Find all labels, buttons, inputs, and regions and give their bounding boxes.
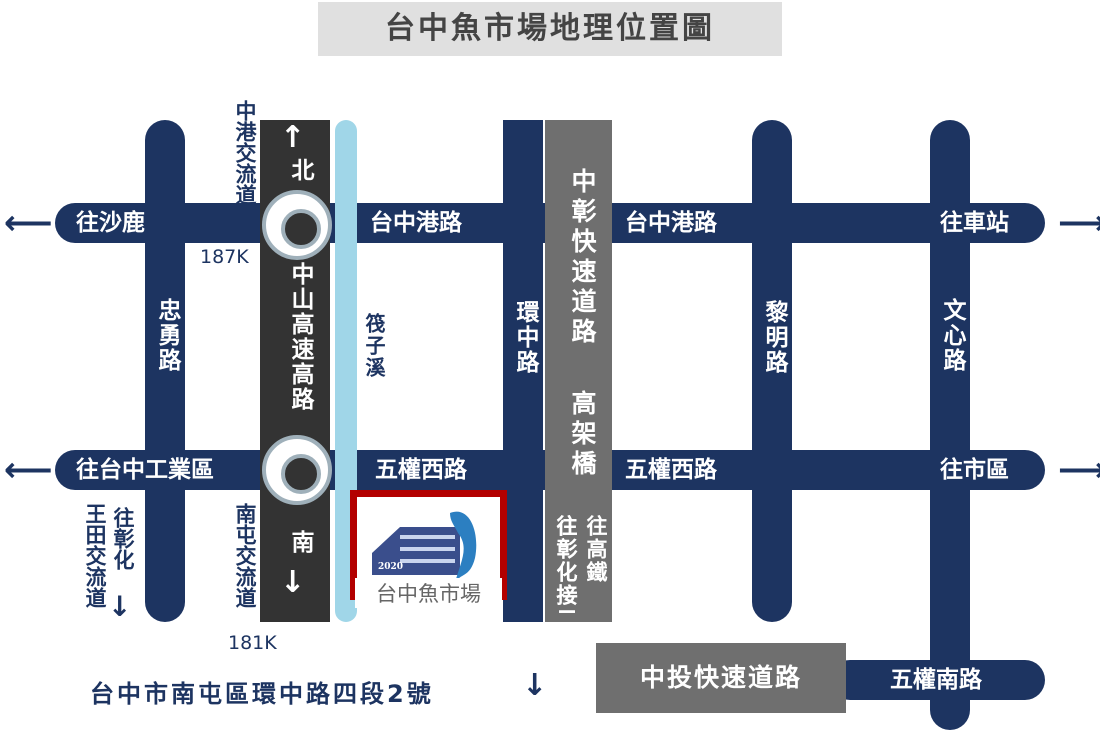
map-title-box	[318, 2, 782, 56]
label-huanzhong-road: 環中路	[512, 300, 538, 375]
label-to-changhua: 往彰化	[111, 507, 135, 570]
arrow-right-icon: ⟶	[1058, 203, 1100, 243]
arrow-right-icon: ⟶	[1058, 450, 1100, 490]
label-to-hsr: 往高鐵	[584, 515, 608, 584]
arrow-left-icon: ⟵	[4, 203, 53, 243]
label-to-changhua-2nd-freeway: 往彰化接二高	[554, 515, 578, 653]
label-187k: 187K	[200, 246, 249, 268]
label-to-industrial-zone: 往台中工業區	[76, 457, 214, 483]
label-zhongtou: 中投快速道路	[639, 663, 802, 692]
map-title: 台中魚市場地理位置圖	[385, 11, 715, 46]
interchange-zhonggang	[262, 190, 332, 260]
expressway-zhongzhang	[545, 120, 612, 622]
arrow-down-icon: ↓	[108, 590, 132, 623]
label-south: 南	[287, 530, 313, 555]
svg-text:2020: 2020	[378, 562, 403, 572]
label-181k: 181K	[228, 632, 277, 654]
arrow-down-icon: ↓	[280, 565, 306, 600]
label-fazi-creek: 筏子溪	[362, 313, 386, 379]
fish-market-name: 台中魚市場	[355, 578, 502, 608]
label-liming-road: 黎明路	[761, 300, 787, 375]
arrow-down-icon: ↓	[522, 668, 548, 703]
building-whale-icon: 2020	[372, 511, 477, 583]
address: 台中市南屯區環中路四段2號	[90, 680, 434, 708]
label-taichung-port-road: 台中港路	[370, 210, 462, 236]
road-wuquan-south	[830, 660, 1045, 700]
label-taichung-port-road: 台中港路	[625, 210, 717, 236]
label-to-downtown: 往市區	[940, 457, 1009, 483]
label-wuquan-west-road: 五權西路	[375, 457, 467, 483]
label-to-station: 往車站	[940, 210, 1009, 236]
label-to-shalu: 往沙鹿	[76, 210, 145, 236]
label-zhongzhang-expressway: 中彰快速道路	[568, 168, 597, 348]
label-wuquan-south-road: 五權南路	[890, 667, 982, 693]
label-zhonggang-interchange: 中港交流道	[233, 100, 257, 205]
arrow-left-icon: ⟵	[4, 450, 53, 490]
label-wuquan-west-road: 五權西路	[625, 457, 717, 483]
label-nantun-interchange: 南屯交流道	[233, 503, 257, 608]
fish-market-frame	[350, 490, 507, 600]
label-wangtian-interchange: 王田交流道	[83, 503, 107, 608]
label-highway-name: 中山高速高路	[287, 262, 313, 412]
expressway-zhongtou	[596, 643, 846, 713]
label-elevated: 高架橋	[568, 390, 597, 480]
label-wenxin-road: 文心路	[939, 298, 965, 373]
label-zhongyong-road: 忠勇路	[154, 298, 180, 373]
interchange-nantun	[262, 435, 332, 505]
label-north: 北	[287, 158, 313, 183]
arrow-up-icon: ↑	[280, 120, 306, 155]
fish-market-logo: 2020	[370, 503, 490, 585]
